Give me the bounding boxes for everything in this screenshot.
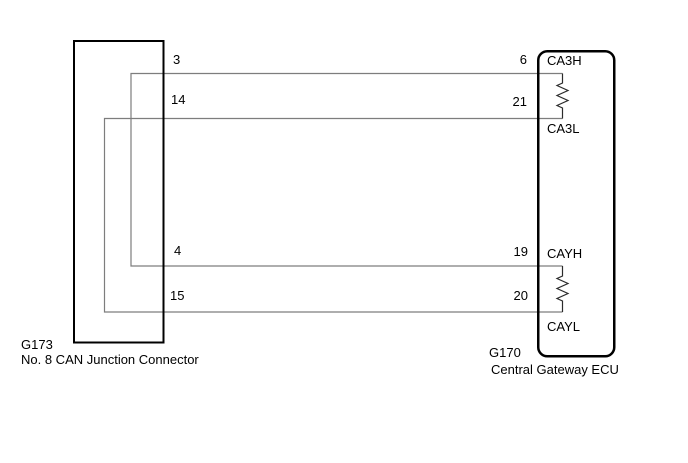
terminal-label-ca3h: CA3H: [547, 53, 582, 68]
can-high-bus-wire: [130, 72, 563, 267]
resistor-symbol-can3: [555, 73, 570, 119]
junction-connector-box: [73, 40, 165, 344]
pin-number-14: 14: [171, 92, 186, 107]
left-connector-code: G173: [21, 337, 53, 352]
right-connector-code: G170: [489, 345, 521, 360]
pin-number-21: 21: [512, 94, 527, 109]
pin-number-4: 4: [174, 243, 182, 258]
left-connector-name: No. 8 CAN Junction Connector: [21, 352, 199, 367]
pin-number-3: 3: [173, 52, 181, 67]
terminal-label-cayl: CAYL: [547, 319, 580, 334]
right-connector-name: Central Gateway ECU: [491, 362, 619, 377]
can-low-bus-wire: [103, 117, 563, 313]
pin-number-15: 15: [170, 288, 185, 303]
pin-number-19: 19: [513, 244, 528, 259]
pin-number-20: 20: [513, 288, 528, 303]
ecu-box: [537, 50, 616, 358]
pin-number-6: 6: [519, 52, 527, 67]
terminal-label-ca3l: CA3L: [547, 121, 580, 136]
resistor-symbol-cany: [555, 266, 570, 312]
terminal-label-cayh: CAYH: [547, 246, 583, 261]
